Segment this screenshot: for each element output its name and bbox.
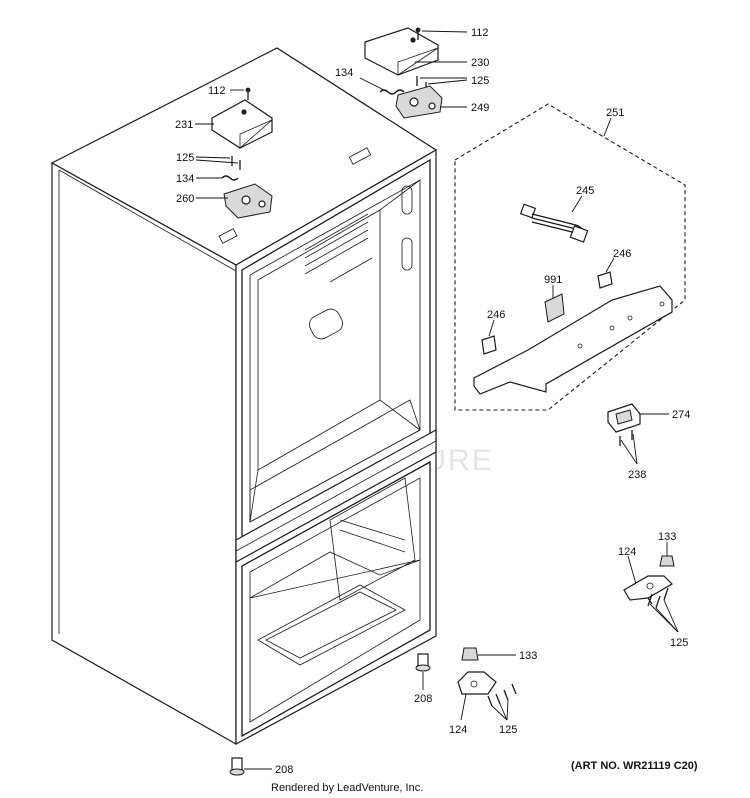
callout-124-bottom: 124 — [449, 724, 467, 736]
hinge-assembly-right — [623, 555, 675, 609]
callout-134-upper-left: 134 — [176, 173, 194, 185]
callout-991: 991 — [544, 274, 562, 286]
callout-124-right: 124 — [618, 546, 636, 558]
freezer-opening — [241, 460, 431, 738]
callout-112-upper-right: 112 — [471, 27, 489, 39]
callout-208-upper: 208 — [414, 693, 432, 705]
hinge-cover-230 — [364, 27, 439, 76]
callout-134-upper-right: 134 — [335, 67, 353, 79]
callout-230: 230 — [471, 57, 489, 69]
callout-125-upper-left: 125 — [176, 152, 194, 164]
kit-251-outline — [454, 103, 686, 411]
hinge-cover-231 — [211, 99, 273, 149]
callout-125-right: 125 — [670, 637, 688, 649]
callout-208-lower: 208 — [275, 764, 293, 776]
callout-133-right: 133 — [658, 531, 676, 543]
control-bracket — [473, 285, 673, 395]
clip-246-left — [481, 335, 497, 355]
upper-hinge-right — [364, 27, 443, 119]
art-number: (ART NO. WR21119 C20) — [571, 760, 698, 772]
cabinet-front — [235, 148, 437, 746]
hinge-assembly-bottom — [457, 647, 517, 707]
leader-lines — [195, 30, 679, 770]
callout-245: 245 — [576, 185, 594, 197]
callout-112-upper-left: 112 — [208, 85, 226, 97]
callout-133-bottom: 133 — [519, 650, 537, 662]
callout-labels: 112 230 134 125 249 112 231 125 134 260 … — [175, 27, 690, 776]
clip-246-right — [597, 271, 613, 289]
board-991 — [544, 293, 565, 323]
callout-246-left: 246 — [487, 309, 505, 321]
callout-125-upper-right: 125 — [471, 75, 489, 87]
part-274 — [607, 403, 641, 446]
callout-274: 274 — [672, 409, 690, 421]
callout-246-right: 246 — [613, 248, 631, 260]
callout-251: 251 — [606, 107, 624, 119]
callout-231: 231 — [175, 119, 193, 131]
refrigerator-cabinet — [50, 47, 438, 746]
leveling-leg-upper — [415, 653, 431, 672]
cabinet-side — [51, 161, 237, 746]
callout-125-bottom: 125 — [499, 724, 517, 736]
callout-238: 238 — [628, 469, 646, 481]
upper-hinge-left — [211, 87, 273, 219]
leveling-leg-lower — [229, 757, 245, 776]
callout-249: 249 — [471, 102, 489, 114]
callout-260: 260 — [176, 193, 194, 205]
hinge-249 — [395, 85, 443, 119]
wire-harness-245 — [519, 203, 589, 243]
render-credit: Rendered by LeadVenture, Inc. — [271, 782, 424, 794]
